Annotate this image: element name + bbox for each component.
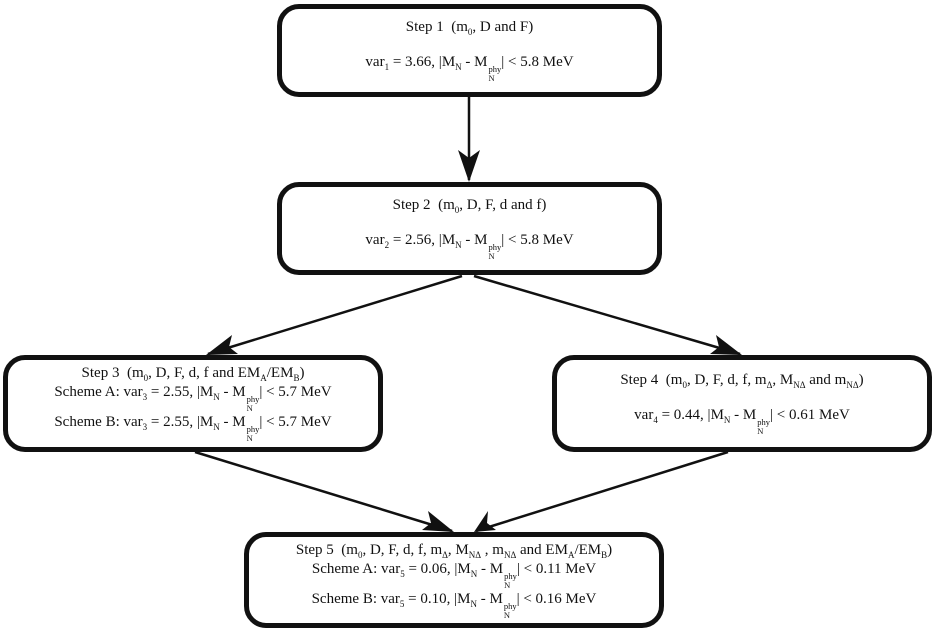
step5-header: Step 5 (m0, D, F, d, f, mΔ, MNΔ , mNΔ an…	[295, 541, 613, 560]
step2-title: Step 2	[392, 197, 431, 213]
arrowhead-step2	[458, 150, 480, 182]
step3-title: Step 3	[81, 365, 120, 381]
arrow-step2-to-step3	[207, 274, 463, 356]
step3-header: Step 3 (m0, D, F, d, f and EMA/EMB)	[81, 365, 305, 383]
step1-title: Step 1	[405, 19, 444, 35]
arrowhead-step3	[206, 335, 238, 355]
step4-box: Step 4 (m0, D, F, d, f, mΔ, MNΔ and mNΔ)…	[552, 355, 932, 452]
step4-title: Step 4	[620, 372, 659, 388]
step4-header: Step 4 (m0, D, F, d, f, mΔ, MNΔ and mNΔ)	[620, 372, 864, 390]
arrow-step2-to-step4	[473, 274, 741, 356]
arrowhead-step5-left	[422, 511, 454, 532]
step3-box: Step 3 (m0, D, F, d, f and EMA/EMB) Sche…	[3, 355, 383, 452]
step5-box: Step 5 (m0, D, F, d, f, mΔ, MNΔ , mNΔ an…	[244, 532, 664, 628]
arrow-step3-to-step5	[194, 450, 453, 533]
step2-box: Step 2 (m0, D, F, d and f) var2 = 2.56, …	[277, 182, 662, 275]
arrowhead-step5-right	[474, 511, 496, 532]
step1-header: Step 1 (m0, D and F)	[405, 19, 534, 37]
step5-title: Step 5	[295, 541, 334, 558]
arrow-step4-to-step5	[475, 450, 729, 533]
step1-box: Step 1 (m0, D and F) var1 = 3.66, |MN - …	[277, 4, 662, 97]
arrowhead-step4	[710, 335, 742, 355]
step2-header: Step 2 (m0, D, F, d and f)	[392, 197, 547, 215]
